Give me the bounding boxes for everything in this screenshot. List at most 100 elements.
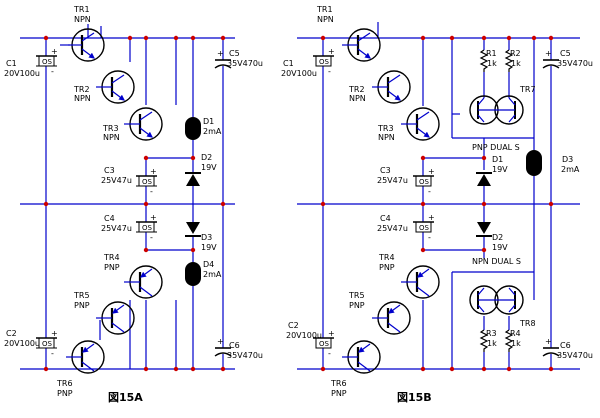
transistor-tr6 bbox=[342, 340, 381, 374]
c2-ref: C2 bbox=[6, 329, 17, 338]
c2-plus: + bbox=[51, 329, 58, 338]
c3-tag: OS bbox=[419, 178, 430, 186]
tr5-type: PNP bbox=[349, 301, 365, 310]
c4-tag: OS bbox=[142, 224, 153, 232]
c4-ref: C4 bbox=[380, 214, 391, 223]
c1-plus: + bbox=[328, 47, 335, 56]
tr7-ref: TR7 bbox=[519, 85, 536, 94]
tr5-ref: TR5 bbox=[73, 291, 90, 300]
c1-minus: - bbox=[51, 67, 54, 76]
transistor-tr5 bbox=[372, 301, 411, 335]
c6-value: 35V470u bbox=[557, 351, 593, 360]
c3-ref: C3 bbox=[380, 166, 391, 175]
tr7-type: PNP DUAL S bbox=[472, 143, 520, 152]
r4-ref: R4 bbox=[510, 329, 521, 338]
c2-minus: - bbox=[51, 349, 54, 358]
tr3-type: NPN bbox=[103, 133, 120, 142]
tr1-type: NPN bbox=[317, 15, 334, 24]
panel-a bbox=[20, 24, 235, 374]
r1-value: 1k bbox=[487, 59, 497, 68]
crd-diode-d3 bbox=[526, 150, 542, 176]
c2-plus: + bbox=[328, 329, 335, 338]
junction-nodes bbox=[320, 35, 554, 372]
c2-tag: OS bbox=[319, 340, 330, 348]
os-capacitor-c4 bbox=[413, 221, 434, 233]
d2-value: 19V bbox=[201, 163, 217, 172]
c2-value: 20V100u bbox=[286, 331, 322, 340]
c5-value: 35V470u bbox=[227, 59, 263, 68]
os-capacitor-c3 bbox=[136, 175, 157, 187]
transistor-tr1 bbox=[342, 28, 381, 62]
d1-value: 19V bbox=[492, 165, 508, 174]
tr2-type: NPN bbox=[74, 94, 91, 103]
d1-value: 2mA bbox=[203, 127, 222, 136]
c1-plus: + bbox=[51, 47, 58, 56]
rail-lines bbox=[297, 22, 580, 370]
c5-ref: C5 bbox=[229, 49, 240, 58]
zener-diode-d1 bbox=[476, 172, 492, 186]
c1-value: 20V100u bbox=[281, 69, 317, 78]
r1-ref: R1 bbox=[486, 49, 497, 58]
transistor-tr3 bbox=[124, 107, 163, 141]
caption-b: 図15B bbox=[397, 390, 432, 404]
c4-value: 25V47u bbox=[377, 224, 408, 233]
c6-ref: C6 bbox=[229, 341, 240, 350]
c4-plus: + bbox=[428, 213, 435, 222]
transistor-tr1 bbox=[68, 28, 105, 62]
labels-panel-b: TR1 NPN TR2 NPN TR3 NPN TR4 PNP TR5 PNP … bbox=[281, 5, 593, 404]
c5-plus: + bbox=[217, 49, 224, 58]
d1-ref: D1 bbox=[492, 155, 503, 164]
d3-value: 19V bbox=[201, 243, 217, 252]
r2-value: 1k bbox=[511, 59, 521, 68]
c5-ref: C5 bbox=[560, 49, 571, 58]
c5-value: 35V470u bbox=[557, 59, 593, 68]
d3-ref: D3 bbox=[562, 155, 573, 164]
c2-value: 20V100u bbox=[4, 339, 40, 348]
d2-ref: D2 bbox=[201, 153, 212, 162]
c3-value: 25V47u bbox=[377, 176, 408, 185]
r2-ref: R2 bbox=[510, 49, 521, 58]
caption-a: 図15A bbox=[108, 390, 143, 404]
c4-minus: - bbox=[428, 233, 431, 242]
tr2-ref: TR2 bbox=[73, 85, 90, 94]
d3-ref: D3 bbox=[201, 233, 212, 242]
os-capacitor-c4 bbox=[136, 221, 157, 233]
d1-ref: D1 bbox=[203, 117, 214, 126]
os-capacitor-c3 bbox=[413, 175, 434, 187]
c3-ref: C3 bbox=[104, 166, 115, 175]
tr1-ref: TR1 bbox=[73, 5, 90, 14]
c3-minus: - bbox=[150, 187, 153, 196]
junction-nodes bbox=[43, 35, 226, 372]
dual-transistor-tr8 bbox=[469, 285, 524, 315]
os-capacitor-c1 bbox=[313, 55, 334, 67]
c3-plus: + bbox=[150, 167, 157, 176]
transistor-tr2 bbox=[372, 70, 411, 104]
tr2-ref: TR2 bbox=[348, 85, 365, 94]
tr1-type: NPN bbox=[74, 15, 91, 24]
transistor-tr2 bbox=[96, 70, 135, 104]
c6-value: 35V470u bbox=[227, 351, 263, 360]
r3-ref: R3 bbox=[486, 329, 497, 338]
c3-tag: OS bbox=[142, 178, 153, 186]
electrolytic-capacitor-c5 bbox=[214, 59, 232, 69]
crd-diode-d1 bbox=[185, 117, 201, 140]
c1-ref: C1 bbox=[283, 59, 294, 68]
tr5-ref: TR5 bbox=[348, 291, 365, 300]
transistor-tr4 bbox=[401, 265, 440, 299]
c3-value: 25V47u bbox=[101, 176, 132, 185]
os-capacitor-c2 bbox=[313, 337, 334, 349]
zener-diode-d2 bbox=[476, 222, 492, 237]
electrolytic-capacitor-c6 bbox=[542, 347, 560, 357]
tr3-type: NPN bbox=[378, 133, 395, 142]
tr6-type: PNP bbox=[331, 389, 347, 398]
c1-tag: OS bbox=[319, 58, 330, 66]
transistor-tr6 bbox=[66, 340, 105, 374]
c4-plus: + bbox=[150, 213, 157, 222]
d2-ref: D2 bbox=[492, 233, 503, 242]
tr6-ref: TR6 bbox=[330, 379, 347, 388]
tr3-ref: TR3 bbox=[102, 124, 119, 133]
c3-plus: + bbox=[428, 167, 435, 176]
zener-diode-d3 bbox=[185, 222, 201, 237]
r4-value: 1k bbox=[511, 339, 521, 348]
